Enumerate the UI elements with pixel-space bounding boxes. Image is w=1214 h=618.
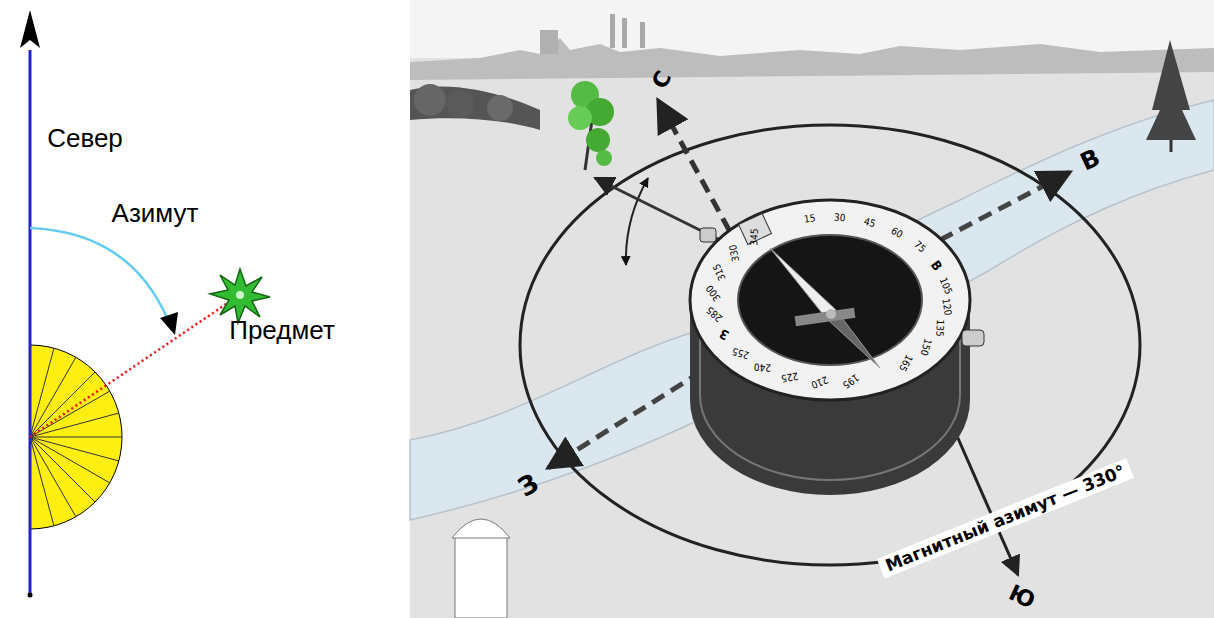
- protractor-ticks: [30, 348, 122, 526]
- dial-number: 345: [749, 228, 760, 246]
- north-direction: [658, 100, 740, 250]
- compass: [690, 200, 984, 495]
- dial-number: 285: [705, 305, 725, 324]
- tower: [452, 519, 510, 618]
- dial-number: 150: [919, 337, 933, 356]
- dial-number: 255: [731, 346, 750, 360]
- dial-number: 75: [912, 240, 927, 255]
- sight-line: [30, 296, 238, 437]
- dial-number: 30: [834, 213, 846, 224]
- dial-number: З: [717, 327, 730, 342]
- dial-number: 240: [754, 362, 772, 373]
- angle-arc: [626, 178, 648, 265]
- north-arrowhead: [20, 10, 40, 48]
- compass-illustration: [410, 0, 1214, 618]
- dial-number: 135: [934, 319, 945, 337]
- axis-label: Север: [47, 125, 123, 151]
- fir-tree: [1146, 40, 1196, 140]
- dial-number: 195: [840, 372, 860, 390]
- dial-number: 225: [781, 371, 800, 384]
- object-label: Предмет: [229, 317, 335, 343]
- dial-number: 105: [937, 276, 953, 296]
- dial-number: 15: [803, 213, 816, 225]
- azimuth-arc: [30, 228, 168, 320]
- tree: [568, 81, 614, 170]
- river: [410, 100, 1214, 520]
- azimuth-scheme: [20, 10, 270, 598]
- dial-number: 120: [940, 298, 953, 317]
- angle-label: Азимут: [112, 200, 199, 226]
- north-line: [29, 50, 32, 595]
- object-star: [210, 269, 270, 323]
- south-direction: [950, 420, 1018, 575]
- cardinal-direction: В: [1077, 145, 1104, 174]
- cardinal-direction: З: [513, 469, 542, 501]
- protractor: [30, 345, 122, 529]
- arc-arrowhead: [160, 312, 178, 335]
- dial-number: 60: [890, 226, 905, 240]
- dial-number: 315: [712, 262, 728, 282]
- cardinal-direction: С: [648, 68, 675, 93]
- dial-number: 210: [810, 374, 830, 390]
- dial-number: 330: [728, 244, 741, 263]
- dial-number: 300: [704, 283, 722, 303]
- dial-number: В: [928, 258, 944, 273]
- east-direction: [940, 172, 1070, 240]
- dial-number: 165: [897, 353, 914, 373]
- azimuth-caption: Магнитный азимут — 330°: [877, 458, 1134, 578]
- cardinal-direction: Ю: [1006, 582, 1039, 613]
- dial-number: 45: [863, 216, 877, 229]
